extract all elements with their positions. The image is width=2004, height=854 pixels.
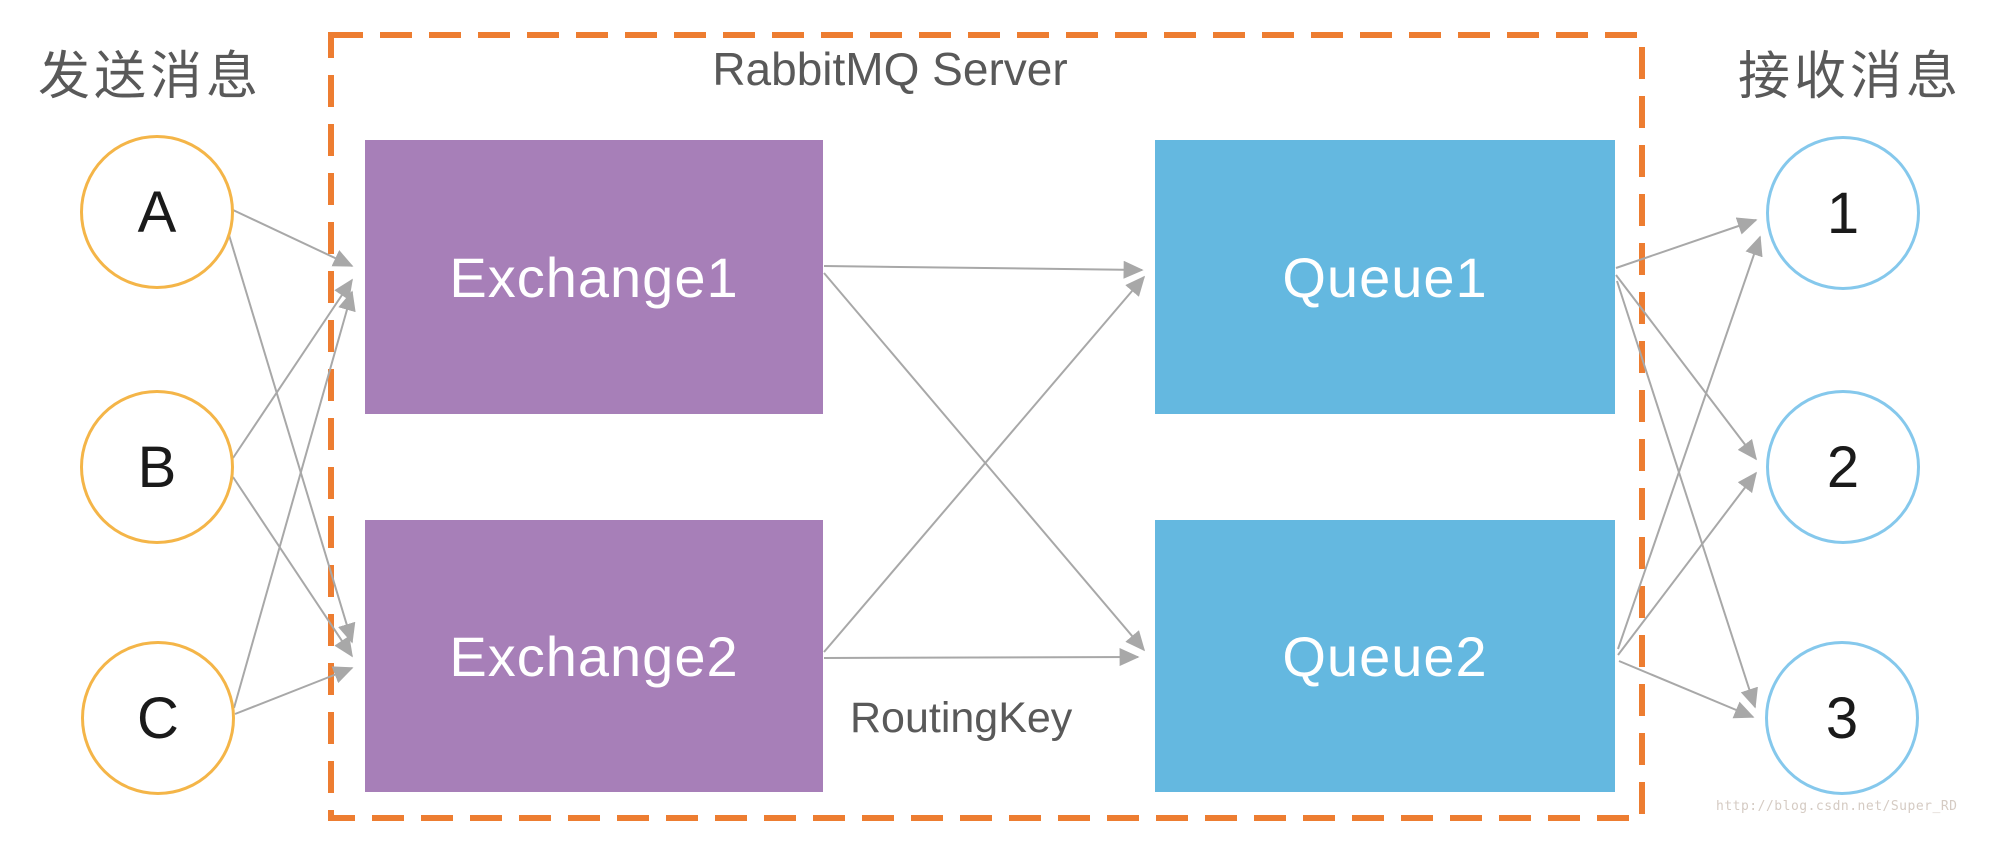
arrow-b-to-exchange2 — [232, 476, 353, 658]
arrow-c-to-exchange1 — [233, 290, 356, 709]
arrow-queue1-to-consumer3 — [1616, 280, 1758, 709]
producer-node-a: A — [80, 135, 234, 289]
arrow-exchange2-to-queue1 — [823, 275, 1146, 653]
producer-node-c-label: C — [137, 685, 179, 751]
arrow-exchange1-to-queue2 — [823, 272, 1146, 652]
arrow-queue2-to-consumer3 — [1618, 660, 1755, 719]
arrow-queue2-to-consumer2 — [1617, 471, 1757, 656]
consumer-node-2-label: 2 — [1826, 434, 1860, 500]
routing-key-label: RoutingKey — [850, 694, 1073, 742]
consumer-node-3: 3 — [1765, 641, 1919, 795]
arrow-c-to-exchange2 — [234, 666, 354, 715]
arrow-exchange1-to-queue1 — [823, 260, 1144, 279]
server-title: RabbitMQ Server — [712, 43, 1068, 95]
arrow-queue2-to-consumer1 — [1617, 235, 1763, 650]
exchange1-node: Exchange1 — [365, 140, 823, 414]
queue1-node: Queue1 — [1155, 140, 1615, 414]
arrow-queue1-to-consumer1 — [1615, 217, 1758, 269]
arrow-exchange2-to-queue2 — [823, 648, 1140, 667]
producers-section-label: 发送消息 — [38, 48, 263, 106]
arrow-queue1-to-consumer2 — [1615, 274, 1757, 461]
producer-node-b: B — [80, 390, 234, 544]
server-boundary — [328, 32, 1645, 821]
arrow-a-to-exchange2 — [228, 234, 356, 644]
exchange2-node: Exchange2 — [365, 520, 823, 792]
consumer-node-1: 1 — [1766, 136, 1920, 290]
consumer-node-1-label: 1 — [1826, 180, 1860, 246]
consumer-node-2: 2 — [1766, 390, 1920, 544]
watermark-text: http://blog.csdn.net/Super_RD — [1716, 799, 1958, 814]
consumers-section-label: 接收消息 — [1738, 48, 1963, 106]
arrow-b-to-exchange1 — [232, 278, 353, 459]
queue2-node: Queue2 — [1155, 520, 1615, 792]
producer-node-b-label: B — [137, 434, 177, 500]
producer-node-c: C — [81, 641, 235, 795]
consumer-node-3-label: 3 — [1825, 685, 1859, 751]
arrow-a-to-exchange1 — [232, 209, 354, 267]
producer-node-a-label: A — [137, 179, 177, 245]
